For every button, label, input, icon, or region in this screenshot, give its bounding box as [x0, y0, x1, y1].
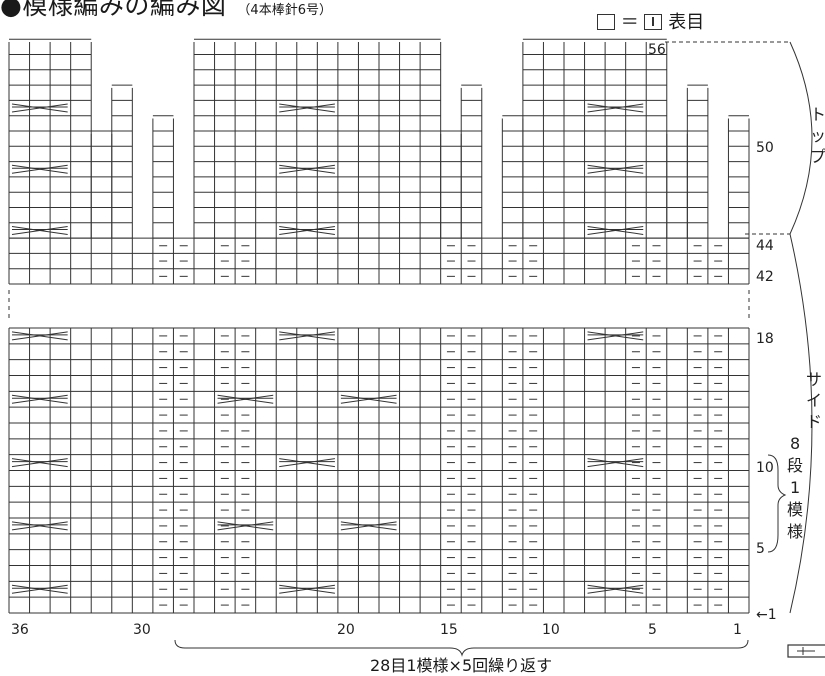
- row-label-50: 50: [756, 140, 774, 156]
- repeat-brace: [174, 639, 749, 657]
- top-label-1: ト: [810, 105, 825, 124]
- col-label-30: 30: [133, 622, 151, 638]
- cable-cross: [11, 225, 68, 235]
- cable-cross: [587, 458, 644, 468]
- cable-cross: [217, 394, 274, 404]
- top-label-3: プ: [810, 147, 825, 166]
- cable-cross: [279, 103, 335, 113]
- cable-cross: [340, 521, 397, 531]
- repeat-rows-4: 様: [787, 522, 803, 541]
- col-label-5: 5: [648, 622, 657, 638]
- legend-meaning: 表目: [668, 12, 705, 33]
- side-label-1: サ: [806, 370, 822, 389]
- cable-cross: [587, 164, 644, 174]
- cable-cross: [11, 331, 68, 341]
- row-label-44: 44: [756, 238, 774, 254]
- cable-cross: [587, 225, 644, 235]
- repeat-rows-2: 1: [790, 478, 800, 497]
- top-bracket: [789, 41, 813, 235]
- cable-cross: [11, 521, 68, 531]
- cable-cross: [587, 103, 644, 113]
- repeat-bracket: [767, 454, 787, 553]
- col-label-10: 10: [542, 622, 560, 638]
- knit-square-icon: [644, 14, 663, 30]
- row-label-42: 42: [756, 269, 774, 285]
- cable-cross: [587, 331, 644, 341]
- title-row: ●模様編みの編み図 （4本棒針6号）: [0, 0, 332, 22]
- cable-cross: [217, 521, 274, 531]
- cable-cross: [11, 394, 68, 404]
- cable-cross: [11, 584, 68, 594]
- col-label-1: 1: [733, 622, 742, 638]
- partial-symbol-icon: [787, 644, 825, 658]
- cable-cross: [279, 164, 335, 174]
- needle-note: （4本棒針6号）: [237, 3, 332, 18]
- repeat-note: 28目1模様×5回繰り返す: [370, 656, 553, 675]
- col-label-15: 15: [440, 622, 458, 638]
- legend-equals: ＝: [620, 12, 639, 33]
- side-label-3: ド: [806, 412, 822, 431]
- row-label-5: 5: [756, 541, 765, 557]
- row-label-56: 56: [648, 42, 666, 58]
- legend: ＝ 表目: [597, 8, 704, 34]
- cable-cross: [11, 103, 68, 113]
- cable-cross: [11, 164, 68, 174]
- row-label-18: 18: [756, 331, 774, 347]
- col-label-20: 20: [337, 622, 355, 638]
- stitch-symbols: [11, 41, 813, 657]
- side-label-2: イ: [806, 391, 822, 410]
- chart-labels: 56 50 44 42 18 10 5 ←1 36 30 20 15 10 5 …: [11, 42, 825, 638]
- cable-cross: [587, 584, 644, 594]
- cable-cross: [340, 394, 397, 404]
- chart-title: ●模様編みの編み図: [0, 0, 227, 20]
- cable-cross: [279, 331, 335, 341]
- cable-cross: [11, 458, 68, 468]
- empty-square-icon: [597, 14, 615, 30]
- repeat-rows-0: 8: [790, 434, 800, 453]
- repeat-rows-3: 模: [787, 500, 803, 519]
- cable-cross: [279, 458, 335, 468]
- row-label-10: 10: [756, 460, 774, 476]
- cable-cross: [279, 584, 335, 594]
- stitch-grid: [8, 38, 750, 614]
- row-label-1: ←1: [756, 607, 777, 623]
- repeat-rows-1: 段: [787, 456, 803, 475]
- top-label-2: ッ: [810, 126, 825, 145]
- side-bracket: [789, 233, 813, 614]
- cable-cross: [279, 225, 335, 235]
- col-label-36: 36: [11, 622, 29, 638]
